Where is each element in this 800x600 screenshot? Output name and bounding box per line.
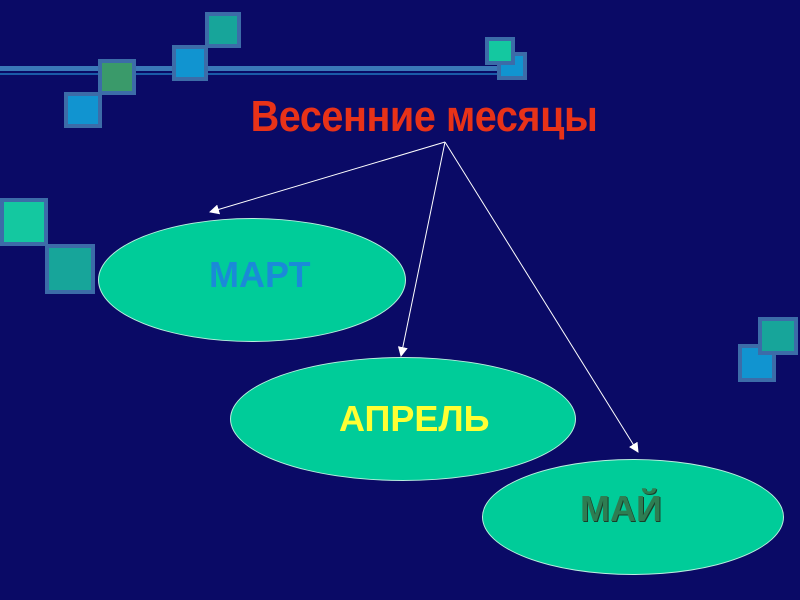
arrow-to-march — [209, 141, 446, 215]
decorative-square-icon — [0, 198, 48, 246]
decorative-line — [0, 66, 512, 71]
month-ellipse-april — [230, 357, 576, 481]
decorative-line-thin — [0, 73, 512, 75]
month-label-april: АПРЕЛЬ — [339, 398, 490, 439]
decorative-square-icon — [98, 59, 136, 95]
decorative-square-icon — [205, 12, 241, 48]
decorative-square-icon — [64, 92, 102, 128]
slide-title: Весенние месяцы — [250, 92, 598, 141]
month-label-march: МАРТ — [209, 254, 311, 295]
decorative-square-icon — [485, 37, 515, 65]
decorative-square-icon — [758, 317, 798, 355]
month-label-may: МАЙ — [580, 488, 662, 529]
month-ellipse-may — [482, 459, 784, 575]
arrow-to-may — [444, 141, 639, 453]
decorative-square-icon — [172, 45, 208, 81]
arrow-to-april — [397, 141, 446, 357]
month-ellipse-march — [98, 218, 406, 342]
decorative-square-icon — [45, 244, 95, 294]
